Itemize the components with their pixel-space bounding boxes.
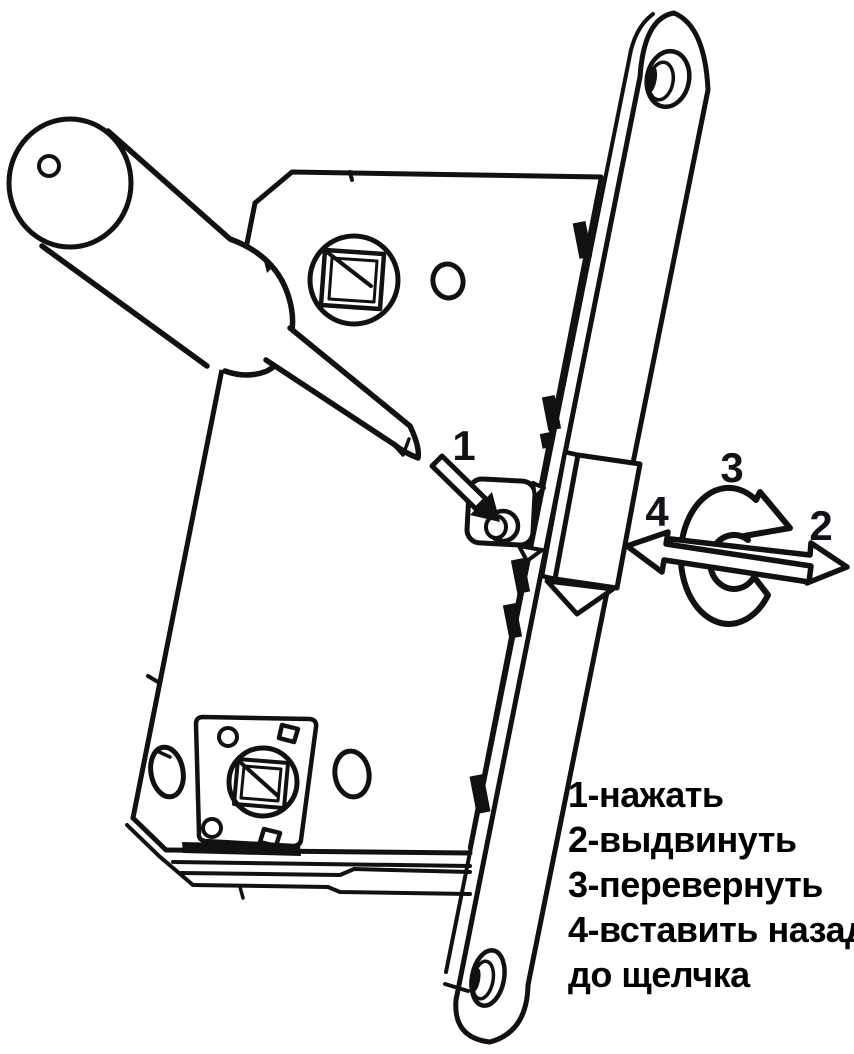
lock-body-bottom-rail-4 xyxy=(191,883,472,896)
spindle-hole-top-diagonal xyxy=(325,250,373,288)
spindle-hole-bottom-square-outer xyxy=(232,757,290,810)
callout-numbers: 1 3 4 2 xyxy=(452,422,832,549)
instruction-line-5: до щелчка xyxy=(568,954,751,995)
instruction-line-1: 1-нажать xyxy=(568,774,724,815)
lock-body-top-tick xyxy=(348,170,354,182)
instruction-line-2: 2-выдвинуть xyxy=(568,819,796,860)
screwdriver-handle-bottom-edge xyxy=(39,243,210,369)
mounting-plate-notch-bottom xyxy=(257,826,283,849)
screwdriver xyxy=(6,116,422,461)
screwdriver-tip-notch xyxy=(391,437,411,457)
cylinder-hole xyxy=(430,261,466,301)
mounting-plate-outline xyxy=(193,714,319,849)
lock-body-bottom-rail-2 xyxy=(171,860,472,868)
retainer-notch-bottom xyxy=(517,544,544,563)
mounting-plate xyxy=(193,714,319,849)
spindle-hole-bottom-square-inner xyxy=(239,764,283,803)
screwdriver-handle-dimple xyxy=(37,154,61,178)
press-arrow-head xyxy=(470,492,500,522)
spindle-hole-bottom-diagonal xyxy=(238,760,280,798)
instruction-line-4: 4-вставить назад xyxy=(568,909,854,950)
lock-body-bottom-rail-3 xyxy=(179,867,472,877)
mounting-plate-screw-hole-bottom xyxy=(201,817,223,839)
faceplate-side-strip xyxy=(444,12,655,974)
screwdriver-shaft-fill xyxy=(265,326,419,459)
screwdriver-handle-notch xyxy=(264,261,274,273)
callout-4: 4 xyxy=(645,488,669,535)
lock-body-left-notch xyxy=(146,674,160,684)
spindle-hole-top-square-outer xyxy=(318,247,387,312)
oval-hole-right xyxy=(332,748,372,800)
oval-hole-left xyxy=(148,744,186,800)
callout-3: 3 xyxy=(720,444,743,491)
latch-bolt-bevel xyxy=(544,578,616,617)
latch-bolt xyxy=(539,449,643,617)
callout-2: 2 xyxy=(809,502,832,549)
oval-hole-left-tick xyxy=(157,750,172,759)
case-tab-1 xyxy=(572,220,593,259)
mounting-plate-notch-top xyxy=(276,722,301,745)
lock-body-top-edge xyxy=(252,169,604,206)
retainer-notch-top xyxy=(531,481,546,499)
spindle-hole-top-square-inner xyxy=(327,256,379,304)
spindle-hole-top xyxy=(307,233,401,327)
faceplate-screw-hole-bottom xyxy=(469,948,507,1008)
spindle-hole-top-circle xyxy=(307,233,401,327)
arrows xyxy=(429,453,850,627)
faceplate-screw-hole-top xyxy=(644,48,692,110)
mounting-plate-screw-hole-top xyxy=(217,726,239,748)
callout-1: 1 xyxy=(452,422,475,469)
lock-body-bevel-outer xyxy=(130,815,169,853)
screwdriver-handle-end-cap xyxy=(6,116,134,250)
instruction-list: 1-нажать 2-выдвинуть 3-перевернуть 4-вст… xyxy=(568,774,854,995)
lock-body-rail-tick xyxy=(238,885,245,900)
latch-bolt-front xyxy=(552,452,643,591)
spindle-hole-bottom-circle xyxy=(226,745,300,819)
insert-back-arrow-icon xyxy=(624,529,814,585)
instruction-line-3: 3-перевернуть xyxy=(568,864,823,905)
faceplate-bottom-facet xyxy=(443,982,470,993)
lock-body-bevel-inner xyxy=(125,823,195,887)
